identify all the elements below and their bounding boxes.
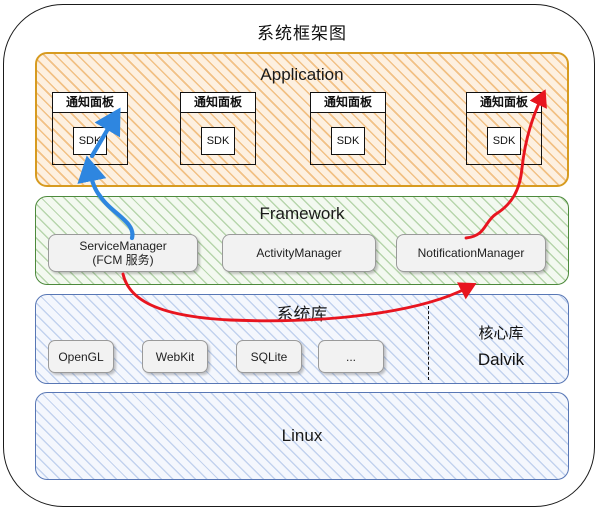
layer-system-library: 系统库 <box>35 294 569 384</box>
layer-framework-title: Framework <box>259 204 345 223</box>
module-label-line1: ActivityManager <box>256 246 342 260</box>
sdk-box: SDK <box>201 127 235 155</box>
app-panel-3[interactable]: 通知面板 SDK <box>310 92 386 165</box>
sdk-box: SDK <box>487 127 521 155</box>
layer-application-title: Application <box>260 65 344 84</box>
module-label: OpenGL <box>58 349 104 364</box>
layer-linux: Linux <box>35 392 569 480</box>
dalvik-runtime-label: Dalvik <box>477 350 525 369</box>
library-module-more[interactable]: ... <box>318 340 384 373</box>
framework-module-activitymanager[interactable]: ActivityManager <box>222 234 376 272</box>
library-module-webkit[interactable]: WebKit <box>142 340 208 373</box>
app-panel-1[interactable]: 通知面板 SDK <box>52 92 128 165</box>
sdk-box: SDK <box>73 127 107 155</box>
library-core-divider <box>428 306 429 380</box>
framework-module-notificationmanager[interactable]: NotificationManager <box>396 234 546 272</box>
module-label: WebKit <box>155 349 195 364</box>
core-library-label: 核心库 <box>478 325 524 342</box>
module-label-line2: (FCM 服务) <box>92 253 154 267</box>
framework-module-servicemanager[interactable]: ServiceManager (FCM 服务) <box>48 234 198 272</box>
notification-panel-header: 通知面板 <box>53 93 127 113</box>
module-label-line1: ServiceManager <box>79 239 167 253</box>
library-module-sqlite[interactable]: SQLite <box>236 340 302 373</box>
outer-frame <box>3 4 595 507</box>
sdk-box: SDK <box>331 127 365 155</box>
layer-linux-title: Linux <box>281 426 323 445</box>
notification-panel-header: 通知面板 <box>311 93 385 113</box>
notification-panel-header: 通知面板 <box>467 93 541 113</box>
notification-panel-header: 通知面板 <box>181 93 255 113</box>
module-label: ... <box>345 349 356 364</box>
library-module-opengl[interactable]: OpenGL <box>48 340 114 373</box>
module-label: SQLite <box>250 349 288 364</box>
app-panel-2[interactable]: 通知面板 SDK <box>180 92 256 165</box>
app-panel-4[interactable]: 通知面板 SDK <box>466 92 542 165</box>
diagram-title: 系统框架图 <box>257 24 347 43</box>
module-label-line1: NotificationManager <box>417 246 525 260</box>
